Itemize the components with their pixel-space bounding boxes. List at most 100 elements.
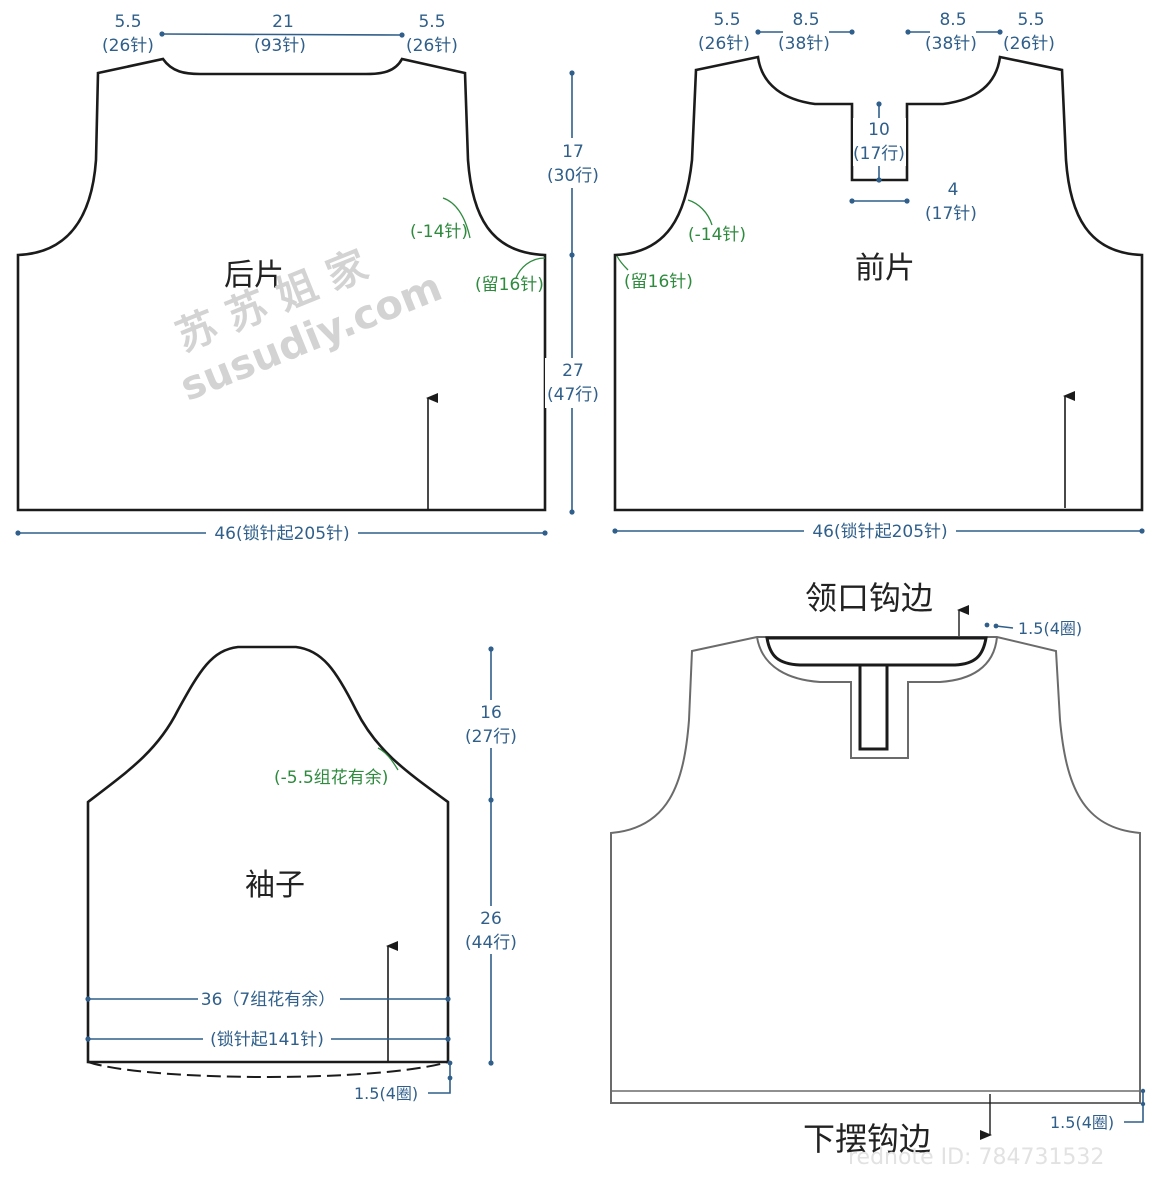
back-label-bg [206, 522, 358, 544]
back-armhole-rows: (30行) [547, 166, 599, 186]
front-keep-leader [616, 255, 629, 271]
front-label-bg [930, 10, 976, 56]
back-dim-dot [569, 252, 575, 258]
assembly-neck-band-inner [765, 636, 988, 667]
assembly-body-outline [610, 636, 1141, 1104]
front-neck-right-cm: 8.5 [939, 10, 966, 30]
sleeve-label-bg [203, 1028, 331, 1050]
front-label-bg [804, 520, 956, 542]
watermark: 苏 苏 姐 家 susudiy.com [170, 242, 448, 410]
back-shoulder-right-cm: 5.5 [418, 12, 445, 32]
front-keep-note: (留16针) [624, 272, 693, 292]
sleeve-label-bg [463, 906, 520, 954]
back-decrease-note: (-14针) [410, 222, 468, 242]
footer-watermark: rednote ID: 784731532 [848, 1145, 1104, 1170]
sleeve-piece: 袖子 16 (27行) 26 (44行) (-5.5组花有余) 36（7组花有余… [85, 645, 520, 1103]
sleeve-decrease-leader [377, 747, 399, 771]
neck-edge-label: 1.5(4圈) [1018, 619, 1082, 638]
sleeve-dim-dot [488, 797, 494, 803]
front-dim-dot [612, 528, 618, 534]
front-neck-left-st: (38针) [778, 34, 830, 54]
front-dim-dot [876, 101, 882, 107]
sleeve-outline [86, 645, 450, 1064]
back-dim-dot [399, 32, 405, 38]
back-body-rows: (47行) [547, 385, 599, 405]
front-width-label: 46(锁针起205针) [812, 522, 947, 542]
front-shoulder-right-cm: 5.5 [1017, 10, 1044, 30]
front-shoulder-left-cm: 5.5 [713, 10, 740, 30]
back-decrease-leader [442, 197, 471, 239]
front-decrease-leader [687, 199, 713, 226]
front-piece-outline [613, 55, 1144, 512]
back-keep-leader [515, 257, 546, 279]
sleeve-cuff-leader [428, 1080, 451, 1094]
sleeve-cap-rows: (27行) [465, 727, 517, 747]
front-dim-dot [849, 198, 855, 204]
assembly-dim-dot [984, 622, 990, 628]
back-dim-dot [15, 530, 21, 536]
back-piece-outline [16, 57, 547, 512]
back-body-height: 27 [562, 361, 584, 381]
hem-edge-leader [1124, 1104, 1144, 1123]
sleeve-cap-height: 16 [480, 703, 502, 723]
back-armhole-height: 17 [562, 142, 584, 162]
back-shoulder-left-st: (26针) [102, 36, 154, 56]
neck-edge-leader [995, 625, 1014, 629]
front-dim-dot [1139, 528, 1145, 534]
sleeve-dim-dot [447, 1060, 453, 1066]
sleeve-label-bg [198, 988, 340, 1010]
sleeve-width-chain: (锁针起141针) [210, 1030, 324, 1050]
back-shoulder-right-st: (26针) [406, 36, 458, 56]
back-shoulder-left-cm: 5.5 [114, 12, 141, 32]
front-neck-right-st: (38针) [925, 34, 977, 54]
front-placket-rows: (17行) [853, 144, 905, 164]
back-piece: 后片 5.5 (26针) 21 (93针) 5.5 (26针) 17 (30行)… [15, 12, 601, 544]
neck-edge-title: 领口钩边 [805, 579, 933, 617]
front-dim-dot [755, 29, 761, 35]
hem-edge-label: 1.5(4圈) [1050, 1113, 1114, 1132]
front-decrease-note: (-14针) [688, 225, 746, 245]
back-keep-note: (留16针) [475, 275, 544, 295]
assembly-placket-inner [800, 663, 889, 751]
assembly-piece: 领口钩边 1.5(4圈) 下摆钩边 1.5(4圈) [610, 579, 1146, 1158]
back-neck-cm: 21 [272, 12, 294, 32]
back-label-bg [545, 358, 601, 408]
sleeve-dim-dot [445, 1036, 451, 1042]
sleeve-dim-dot [445, 996, 451, 1002]
front-shoulder-left-st: (26针) [698, 34, 750, 54]
front-piece: 前片 5.5 (26针) 8.5 (38针) 8.5 (38针) 5.5 (26… [612, 10, 1145, 542]
front-dim-dot [904, 198, 910, 204]
sleeve-width-pattern: 36（7组花有余） [201, 990, 335, 1010]
front-dim-dot [849, 29, 855, 35]
back-dim-dot [569, 70, 575, 76]
front-placket-st: (17针) [925, 204, 977, 224]
sleeve-dim-dot [488, 1060, 494, 1066]
sleeve-label-bg [463, 700, 520, 748]
front-shoulder-right-st: (26针) [1003, 34, 1055, 54]
front-placket-height: 10 [868, 120, 890, 140]
front-label-bg [853, 118, 906, 166]
front-title: 前片 [855, 251, 915, 286]
assembly-dim-dot [1140, 1088, 1146, 1094]
back-dim-dot [159, 31, 165, 37]
front-dim-dot [876, 177, 882, 183]
sleeve-dim-dot [488, 646, 494, 652]
front-dim-dot [905, 29, 911, 35]
sleeve-cuff-edge [87, 1061, 449, 1078]
sleeve-title: 袖子 [245, 868, 305, 903]
back-title: 后片 [224, 258, 284, 293]
back-dim-dot [542, 530, 548, 536]
back-dim-dot [569, 509, 575, 515]
back-label-bg [545, 138, 601, 188]
back-width-label: 46(锁针起205针) [214, 524, 349, 544]
sleeve-cuff-label: 1.5(4圈) [354, 1084, 418, 1103]
back-neck-st: (93针) [254, 36, 306, 56]
front-placket-width: 4 [948, 180, 959, 200]
sleeve-dim-dot [85, 996, 91, 1002]
front-label-bg [783, 10, 829, 56]
hem-edge-title: 下摆钩边 [803, 1120, 931, 1158]
sleeve-dim-dot [447, 1075, 453, 1081]
sleeve-body-height: 26 [480, 909, 502, 929]
back-neck-dimline [161, 33, 403, 36]
